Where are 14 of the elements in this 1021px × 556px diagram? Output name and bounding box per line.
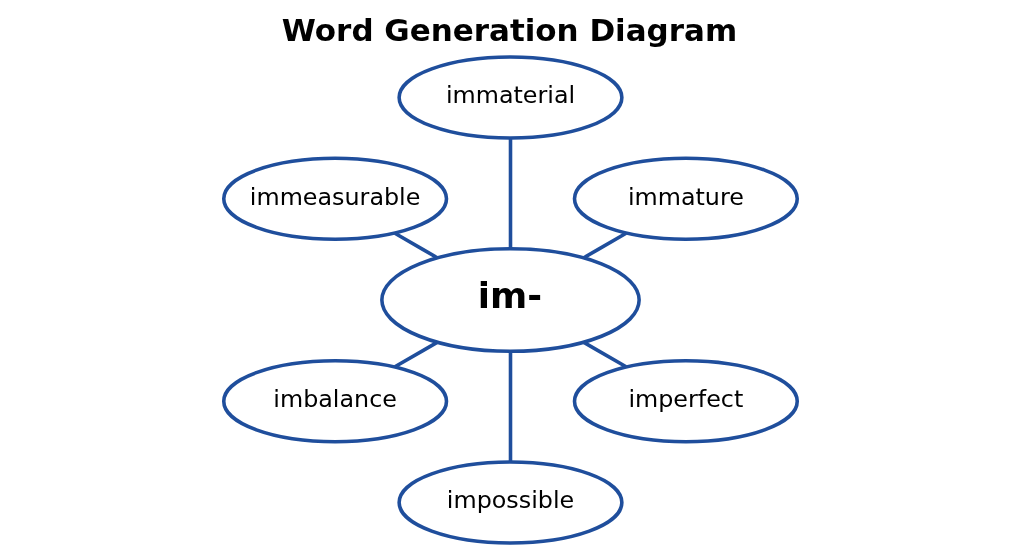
connector [508, 138, 513, 249]
node-ellipse: immature [572, 156, 800, 242]
node-ellipse: immaterial [397, 55, 624, 140]
connector [394, 231, 439, 260]
connector [582, 231, 627, 260]
connector [582, 340, 627, 369]
connector [508, 351, 513, 462]
node-ellipse: im- [380, 247, 641, 354]
connector [394, 340, 439, 369]
node-ellipse: immeasurable [221, 156, 449, 242]
node-ellipse: imperfect [572, 359, 800, 444]
node-ellipse: impossible [397, 460, 624, 545]
node-ellipse: imbalance [221, 359, 449, 444]
diagram-title: Word Generation Diagram [281, 12, 738, 49]
